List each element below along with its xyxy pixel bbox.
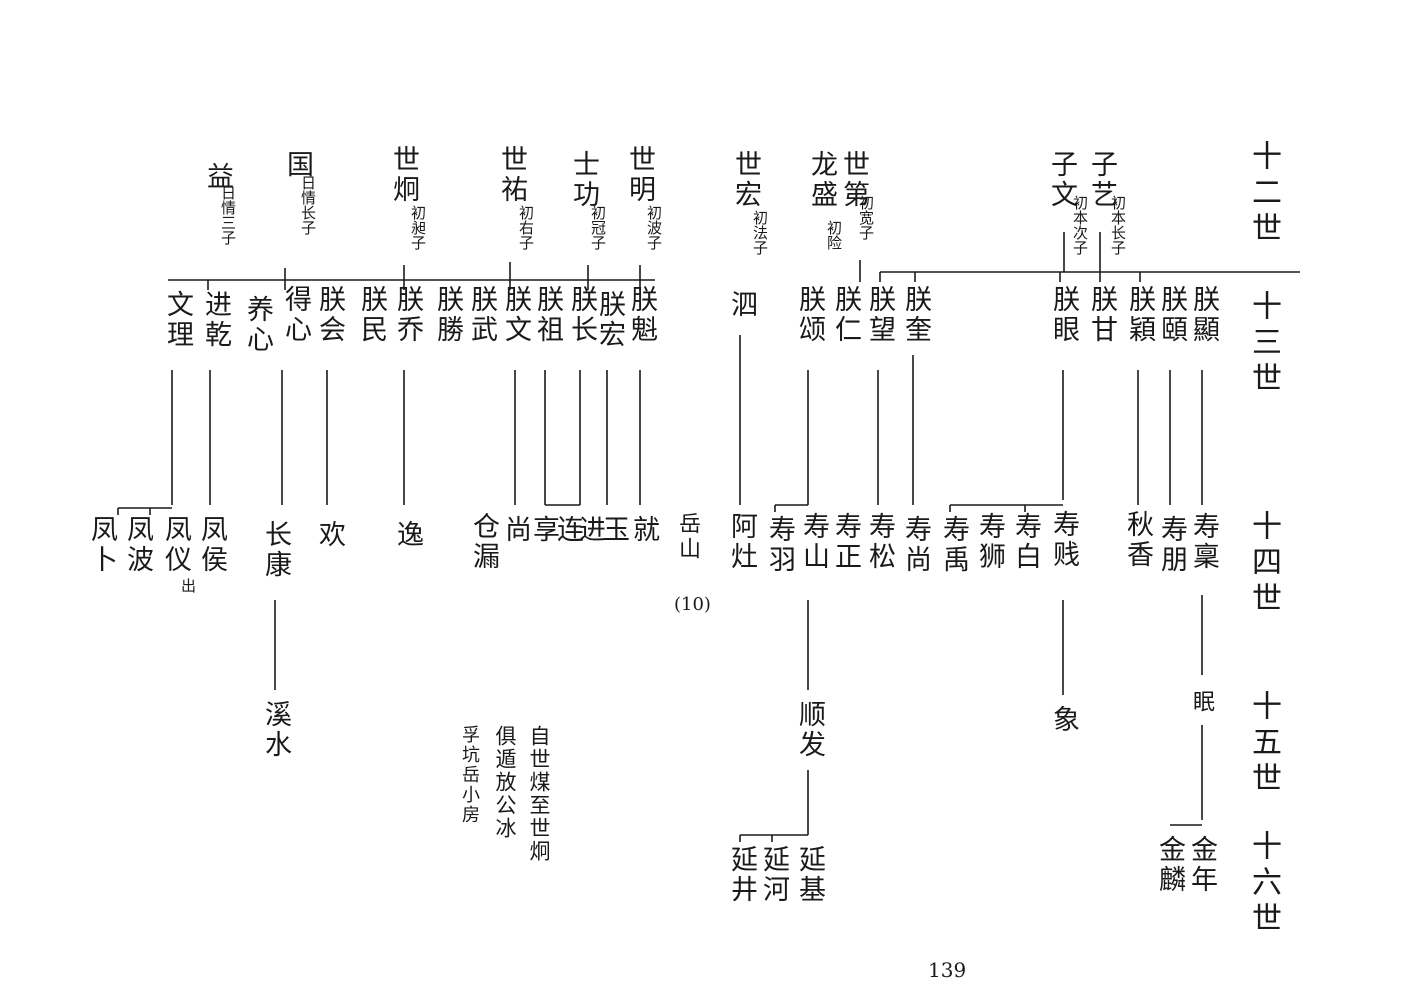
g14-name: 寿山	[798, 512, 829, 572]
g12-name: 国	[282, 150, 313, 180]
g13-name: 朕眼	[1048, 285, 1079, 345]
g13-name: 朕勝	[432, 285, 463, 345]
g14-name: 秋香	[1122, 510, 1153, 570]
note-line: 孚坑岳小房	[459, 725, 480, 825]
g13-name: 朕仁	[830, 285, 861, 345]
g14-name: 寿贱	[1048, 510, 1079, 570]
g14-name: 寿正	[830, 512, 861, 572]
g14-name: 仓漏	[468, 512, 499, 572]
g13-name: 得心	[280, 285, 311, 345]
g14-name: 凤侯	[196, 515, 227, 575]
g14-name: 长康	[260, 520, 291, 580]
g14-name: 岳山	[675, 512, 700, 562]
g12-name: 世炯	[388, 145, 419, 205]
g13-name: 朕颂	[794, 285, 825, 345]
g13-name: 进乾	[200, 290, 231, 350]
page-number: 139	[928, 958, 967, 982]
note-line: 自世煤至世炯	[527, 725, 551, 863]
g12-name: 益	[202, 162, 233, 192]
g13-name: 朕穎	[1124, 285, 1155, 345]
g12-note: 日情三子	[219, 185, 237, 245]
g14-name: 玉	[598, 515, 629, 545]
g12-name: 世第	[838, 150, 869, 210]
g16-name: 延基	[794, 845, 825, 905]
g12-note: 初险	[825, 220, 843, 250]
note-line: 俱遁放公冰	[493, 725, 517, 840]
g13-name: 朕魁	[626, 285, 657, 345]
g14-name: 凤仪	[160, 515, 191, 575]
g12-note: 初法子	[751, 210, 769, 255]
generation-label-14: 十四世	[1246, 510, 1281, 618]
g14-name: 连	[552, 515, 583, 545]
g13-name: 朕顯	[1188, 285, 1219, 345]
generation-label-13: 十三世	[1246, 290, 1281, 398]
g13-name: 朕民	[356, 285, 387, 345]
g14-name: 阿灶	[726, 512, 757, 572]
g12-note: 日情长子	[299, 175, 317, 235]
g13-name: 朕奎	[900, 285, 931, 345]
g15-name: 顺发	[794, 700, 825, 760]
g15-name: 象	[1048, 705, 1079, 735]
g14-name: 寿松	[864, 512, 895, 572]
g16-name: 延河	[758, 845, 789, 905]
g13-name: 朕望	[864, 285, 895, 345]
g13-name: 朕乔	[392, 285, 423, 345]
g15-name: 眠	[1189, 690, 1214, 715]
g16-name: 延井	[726, 845, 757, 905]
g14-name: 寿禹	[938, 515, 969, 575]
g12-note: 初本次子	[1071, 195, 1089, 255]
g12-note: 初冠子	[589, 205, 607, 250]
g13-name: 朕宏	[594, 290, 625, 350]
g13-name: 泗	[726, 290, 757, 320]
g12-note: 初波子	[645, 205, 663, 250]
g13-name: 养心	[242, 295, 273, 355]
g14-name: 寿白	[1010, 512, 1041, 572]
g14-name: 欢	[314, 520, 345, 550]
g16-name: 金麟	[1154, 835, 1185, 895]
g13-name: 朕会	[314, 285, 345, 345]
g13-name: 朕长	[566, 285, 597, 345]
g14-name: 逸	[392, 520, 423, 550]
g12-note: 初昶子	[409, 205, 427, 250]
g15-name: 溪水	[260, 700, 291, 760]
g16-name: 金年	[1186, 835, 1217, 895]
generation-label-15: 十五世	[1246, 690, 1281, 798]
g12-name: 子文	[1046, 150, 1077, 210]
generation-label-16: 十六世	[1246, 830, 1281, 938]
g13-name: 朕文	[500, 285, 531, 345]
g12-note: 初右子	[517, 205, 535, 250]
g12-name: 世祐	[496, 145, 527, 205]
g12-name: 子艺	[1086, 150, 1117, 210]
g14-name: 尚	[500, 515, 531, 545]
g13-name: 朕甘	[1086, 285, 1117, 345]
g14-name: 进	[574, 515, 605, 545]
g12-note: 初宽子	[857, 195, 875, 240]
g12-name: 世宏	[730, 150, 761, 210]
g13-name: 朕祖	[532, 285, 563, 345]
g14-name: 寿羽	[764, 515, 795, 575]
generation-label-12: 十二世	[1246, 140, 1281, 248]
g14-name: 寿狮	[974, 512, 1005, 572]
g14-name: 寿朋	[1156, 515, 1187, 575]
g12-name: 龙盛	[806, 150, 837, 210]
g12-name: 士功	[568, 150, 599, 210]
g14-name: 寿稟	[1188, 512, 1219, 572]
g13-name: 文理	[162, 290, 193, 350]
g14-name: 享	[528, 515, 559, 545]
g12-note: 初本长子	[1109, 195, 1127, 255]
g14-note: 出	[179, 578, 197, 593]
g14-name: 就	[628, 515, 659, 545]
g14-name: 寿尚	[900, 515, 931, 575]
page-mark: (10)	[674, 594, 711, 615]
g14-name: 凤卜	[86, 515, 117, 575]
g14-name: 凤波	[122, 515, 153, 575]
g13-name: 朕武	[466, 285, 497, 345]
g12-name: 世明	[624, 145, 655, 205]
g13-name: 朕頤	[1156, 285, 1187, 345]
